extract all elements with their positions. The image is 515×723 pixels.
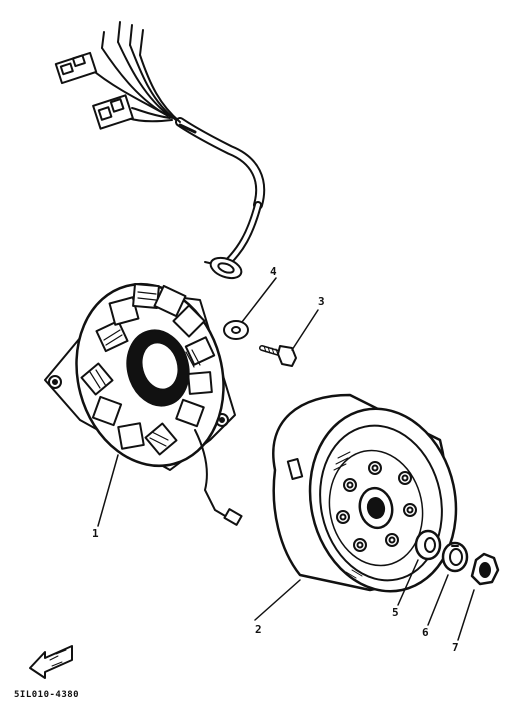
callout-part-3: 3 <box>318 295 325 308</box>
callout-part-2: 2 <box>255 623 262 636</box>
wire-harness <box>54 21 266 280</box>
callout-part-7: 7 <box>452 641 459 654</box>
nut-icon <box>470 552 500 586</box>
flywheel-rotor-icon <box>272 393 458 593</box>
drawing-code: 5IL010-4380 <box>14 690 80 700</box>
plate-washer-icon <box>414 529 442 561</box>
connector-upper-icon <box>54 51 98 85</box>
stator-coil-icon <box>44 282 243 526</box>
lock-washer-icon <box>441 541 469 573</box>
front-direction-arrow-icon <box>29 645 73 679</box>
callout-part-6: 6 <box>422 626 429 639</box>
leader-lines <box>97 277 475 641</box>
washer-icon <box>223 320 249 340</box>
callout-part-5: 5 <box>392 606 399 619</box>
callout-part-1: 1 <box>92 527 99 540</box>
bolt-icon <box>259 345 297 367</box>
callout-part-4: 4 <box>270 265 277 278</box>
connector-lower-icon <box>92 94 134 130</box>
